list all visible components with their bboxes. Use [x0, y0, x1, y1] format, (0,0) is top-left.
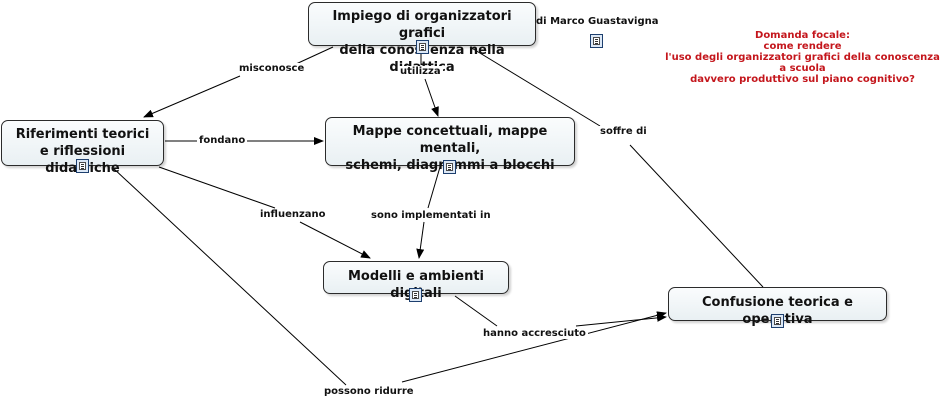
link-implementati-modelli	[416, 221, 425, 259]
focal-question: Domanda focale: come rendere l'uso degli…	[660, 30, 945, 85]
focal-question-line: l'uso degli organizzatori grafici della …	[665, 52, 940, 63]
link-impiego-soffredi	[469, 46, 601, 127]
link-label-influenzano: influenzano	[258, 209, 328, 220]
link-riferimenti-ridurre	[111, 166, 347, 386]
concept-confusione[interactable]: Confusione teorica e operativa	[668, 287, 887, 328]
link-accresciuto-confusione	[575, 313, 667, 327]
concept-modelli[interactable]: Modelli e ambienti digitali	[323, 261, 509, 302]
link-mappe-implementati	[427, 166, 441, 209]
concept-label: Impiego di organizzatori grafici della c…	[332, 9, 512, 75]
focal-question-line: a scuola	[779, 63, 826, 74]
link-label-sono-implementati-in: sono implementati in	[369, 210, 493, 221]
document-icon[interactable]	[590, 34, 603, 48]
focal-question-line: davvero produttivo sul piano cognitivo?	[690, 74, 915, 85]
link-misconosce-riferimenti	[143, 75, 241, 118]
document-icon[interactable]	[76, 159, 89, 173]
link-utilizza-mappe	[424, 78, 439, 117]
link-influenzano-modelli	[299, 221, 371, 259]
focal-question-line: come rendere	[763, 41, 842, 52]
link-label-possono-ridurre: possono ridurre	[322, 386, 416, 397]
document-icon[interactable]	[416, 40, 429, 54]
focal-question-line: Domanda focale:	[755, 30, 850, 41]
link-label-fondano: fondano	[197, 135, 248, 146]
link-label-hanno-accresciuto: hanno accresciuto	[481, 328, 588, 339]
link-ridurre-confusione	[401, 311, 667, 383]
link-label-utilizza: utilizza	[398, 66, 443, 77]
link-label-soffre-di: soffre di	[598, 126, 649, 137]
concept-impiego[interactable]: Impiego di organizzatori grafici della c…	[308, 2, 536, 75]
concept-mappe[interactable]: Mappe concettuali, mappe mentali, schemi…	[325, 117, 575, 174]
link-label-misconosce: misconosce	[237, 63, 307, 74]
document-icon[interactable]	[409, 288, 422, 302]
link-riferimenti-influenzano	[158, 166, 276, 209]
link-modelli-accresciuto	[454, 295, 498, 327]
concept-riferimenti[interactable]: Riferimenti teorici e riflessioni didatt…	[1, 120, 164, 176]
link-soffredi-confusione	[629, 144, 764, 288]
document-icon[interactable]	[771, 314, 784, 328]
document-icon[interactable]	[443, 160, 456, 174]
link-impiego-misconosce	[295, 46, 334, 65]
author-label: di Marco Guastavigna	[536, 16, 659, 27]
